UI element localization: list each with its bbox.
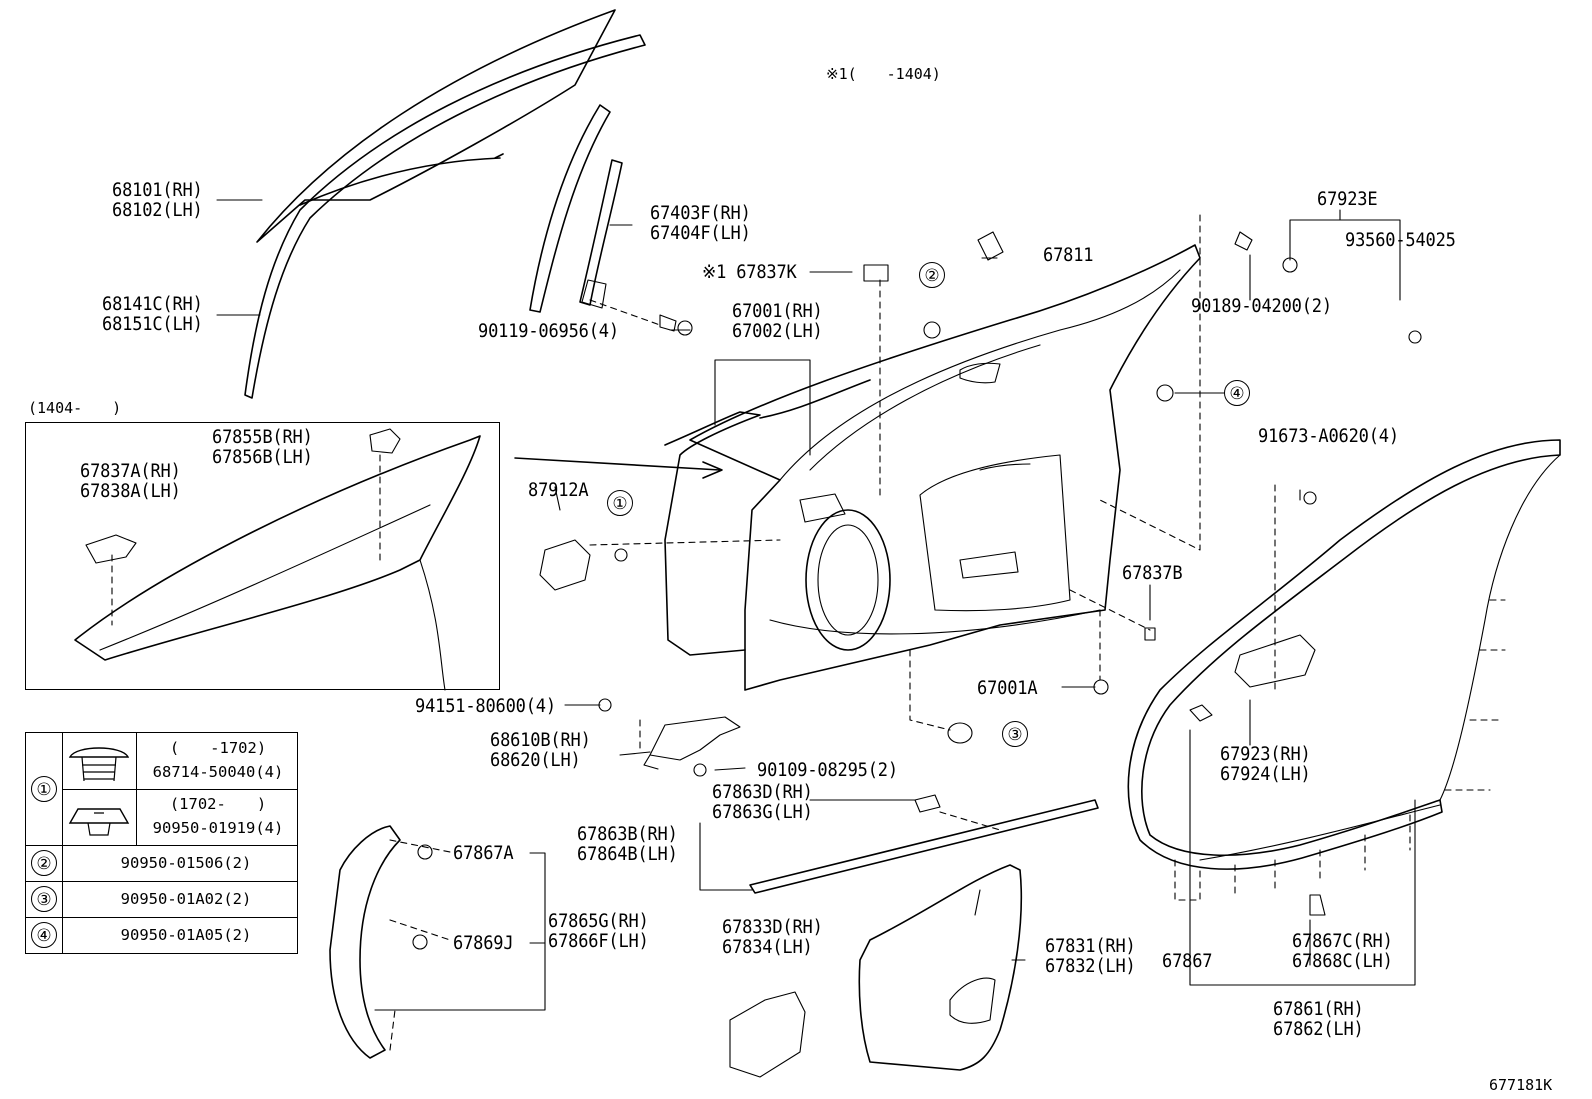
glass-run-drawing — [244, 34, 646, 399]
label-68620: 68620(LH) — [490, 750, 581, 771]
legend-part-1b: 90950-01919(4) — [152, 819, 284, 837]
label-67869j: 67869J — [453, 933, 514, 954]
inset-frame — [25, 422, 500, 690]
legend-table: ① ② ③ ④ ( -1702) 68714-50040(4) (1702- )… — [25, 732, 298, 954]
cover2-drawing — [1234, 634, 1316, 688]
label-67403: 67403F(RH) — [650, 203, 751, 224]
label-67867a: 67867A — [453, 843, 514, 864]
legend-key-3: ③ — [31, 886, 57, 912]
label-67863d: 67863D(RH) — [712, 782, 813, 803]
label-67861: 67861(RH) — [1273, 999, 1364, 1020]
label-67834: 67834(LH) — [722, 937, 813, 958]
label-93560: 93560-54025 — [1345, 230, 1456, 251]
label-67837k: ※1 67837K — [702, 262, 797, 283]
label-67838a: 67838A(LH) — [80, 481, 181, 502]
label-67837b: 67837B — [1122, 563, 1183, 584]
label-67856: 67856B(LH) — [212, 447, 313, 468]
callout-2: ② — [919, 262, 945, 288]
figure-code: 677181K — [1489, 1076, 1553, 1094]
label-67863g: 67863G(LH) — [712, 802, 813, 823]
label-67862: 67862(LH) — [1273, 1019, 1364, 1040]
label-90109: 90109-08295(2) — [757, 760, 898, 781]
label-94151: 94151-80600(4) — [415, 696, 556, 717]
label-67001: 67001(RH) — [732, 301, 823, 322]
clip-icon — [68, 747, 130, 782]
weatherstrip-drawing — [1127, 439, 1561, 901]
edge-seal-drawing — [329, 825, 451, 1059]
cover-drawing — [729, 991, 806, 1078]
label-67002: 67002(LH) — [732, 321, 823, 342]
division-bar-drawing — [579, 159, 693, 336]
door-panel-drawing — [664, 244, 1201, 691]
label-67867c: 67867C(RH) — [1292, 931, 1393, 952]
label-67001a: 67001A — [977, 678, 1038, 699]
label-67923: 67923(RH) — [1220, 744, 1311, 765]
label-91673: 91673-A0620(4) — [1258, 426, 1399, 447]
label-67863b: 67863B(RH) — [577, 824, 678, 845]
label-67811: 67811 — [1043, 245, 1094, 266]
inset-drawing — [74, 428, 481, 691]
label-90119: 90119-06956(4) — [478, 321, 619, 342]
label-68141: 68141C(RH) — [102, 294, 203, 315]
legend-key-4: ④ — [31, 922, 57, 948]
label-67831: 67831(RH) — [1045, 936, 1136, 957]
legend-part-1: 68714-50040(4) — [152, 763, 284, 781]
note-top: ※1( -1404) — [826, 65, 941, 83]
label-68101: 68101(RH) — [112, 180, 203, 201]
clip-icon-alt — [68, 808, 130, 836]
label-67866f: 67866F(LH) — [548, 931, 649, 952]
label-67855: 67855B(RH) — [212, 427, 313, 448]
label-67404: 67404F(LH) — [650, 223, 751, 244]
door-glass-drawing — [256, 9, 616, 243]
callout-4: ④ — [1224, 380, 1250, 406]
label-68102: 68102(LH) — [112, 200, 203, 221]
legend-key-2: ② — [31, 850, 57, 876]
legend-period-2: (1702- ) — [169, 795, 267, 813]
belt-moulding-drawing — [749, 799, 1099, 894]
legend-part-2: 90950-01506(2) — [120, 854, 252, 872]
legend-part-3: 90950-01A02(2) — [120, 890, 252, 908]
label-87912a: 87912A — [528, 480, 589, 501]
legend-part-4: 90950-01A05(2) — [120, 926, 252, 944]
label-67923e: 67923E — [1317, 189, 1378, 210]
legend-period-1: ( -1702) — [169, 739, 267, 757]
legend-key-1: ① — [31, 776, 57, 802]
label-67864b: 67864B(LH) — [577, 844, 678, 865]
label-90189: 90189-04200(2) — [1191, 296, 1332, 317]
label-67868c: 67868C(LH) — [1292, 951, 1393, 972]
label-67837a: 67837A(RH) — [80, 461, 181, 482]
door-check-drawing — [643, 716, 741, 770]
label-67867: 67867 — [1162, 951, 1213, 972]
label-67832: 67832(LH) — [1045, 956, 1136, 977]
inset-caption: (1404- ) — [28, 399, 122, 417]
label-67833d: 67833D(RH) — [722, 917, 823, 938]
label-68610: 68610B(RH) — [490, 730, 591, 751]
label-67865g: 67865G(RH) — [548, 911, 649, 932]
label-68151: 68151C(LH) — [102, 314, 203, 335]
pad-drawing — [539, 539, 591, 591]
callout-1: ① — [607, 490, 633, 516]
door-trim-drawing — [858, 864, 1023, 1071]
label-67924: 67924(LH) — [1220, 764, 1311, 785]
callout-3: ③ — [1002, 721, 1028, 747]
